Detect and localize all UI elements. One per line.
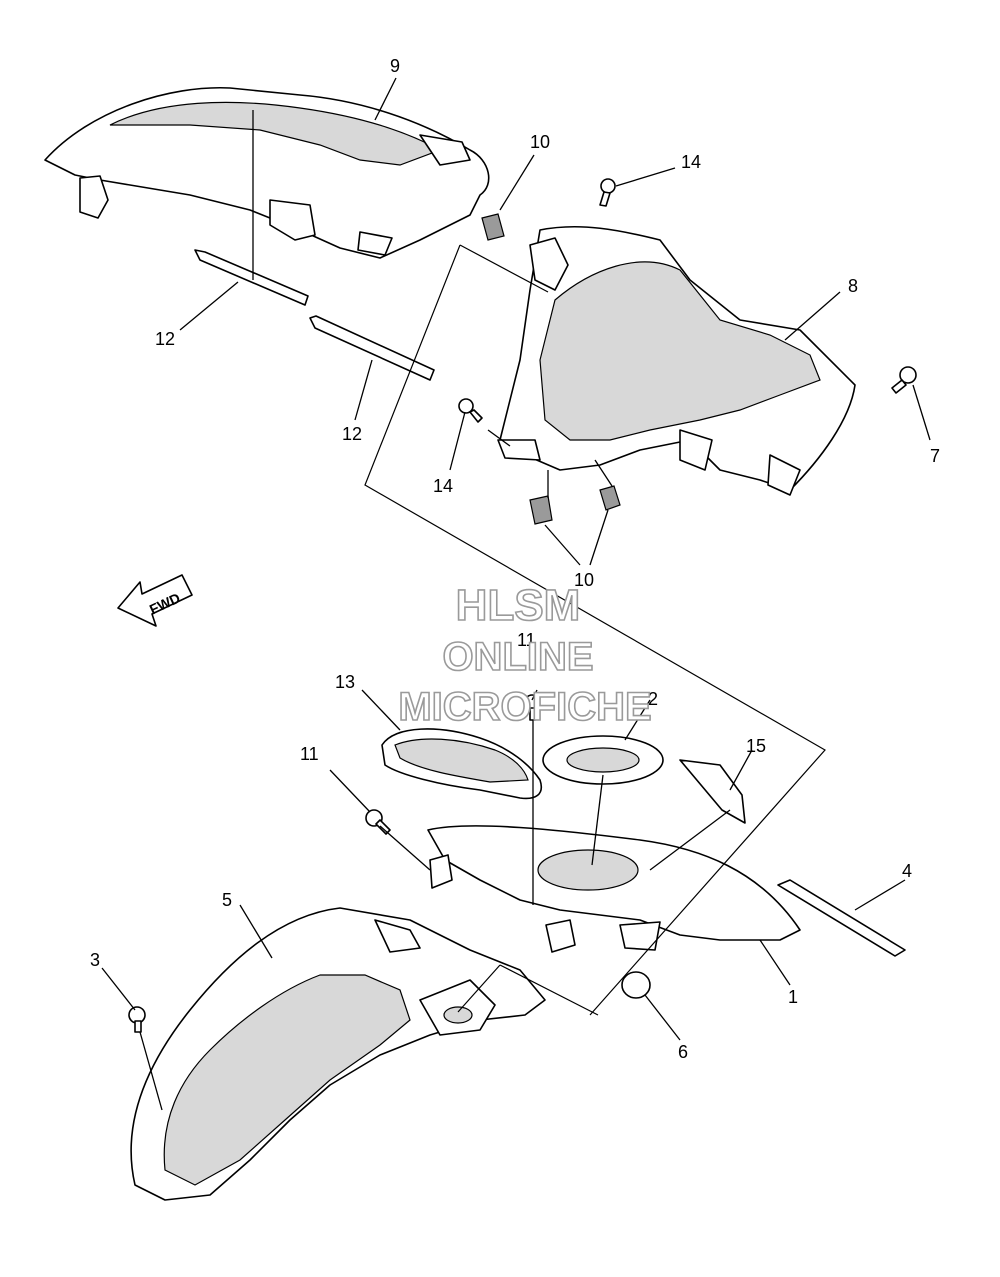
- callout-6: 6: [678, 1042, 688, 1062]
- part-4-strip: [777, 879, 906, 957]
- part-14-screw-left: [458, 398, 483, 423]
- callout-2: 2: [648, 689, 658, 709]
- callout-14-left: 14: [433, 476, 453, 496]
- part-11-screw-top: [524, 694, 540, 721]
- callout-15: 15: [746, 736, 766, 756]
- callout-10-bottom: 10: [574, 570, 594, 590]
- callout-11-top: 11: [517, 630, 536, 650]
- callout-9: 9: [390, 56, 400, 76]
- part-12-strip-lower: [309, 315, 435, 381]
- part-13-grille: [381, 728, 542, 800]
- part-10-clip-lower-b: [599, 485, 621, 511]
- watermark-line-3: MICROFICHE: [398, 685, 651, 729]
- callout-3: 3: [90, 950, 100, 970]
- fwd-direction-arrow: FWD: [117, 574, 193, 627]
- part-11-screw-left: [365, 809, 391, 835]
- callout-14-top: 14: [681, 152, 701, 172]
- watermark-line-2: ONLINE: [442, 635, 593, 679]
- part-1-tray: [427, 825, 801, 953]
- callout-12-center: 12: [342, 424, 362, 444]
- callout-10-top: 10: [530, 132, 550, 152]
- assembly-frame-lines: [364, 244, 826, 1016]
- watermark: HLSM ONLINE MICROFICHE: [398, 580, 653, 730]
- part-6-cap: [621, 971, 651, 999]
- callout-12-left: 12: [155, 329, 175, 349]
- callout-labels: 9 12 12 10 14 8 7 14 10 13 11 2 15 11 4 …: [90, 56, 940, 1062]
- part-10-clip-lower-a: [529, 495, 553, 525]
- callout-7: 7: [930, 446, 940, 466]
- part-5-front-cover: [130, 907, 546, 1201]
- callout-11-left: 11: [300, 744, 319, 764]
- part-8-inner-panel: [497, 225, 856, 496]
- leader-lines: [101, 77, 931, 1111]
- watermark-line-1: HLSM: [456, 581, 581, 630]
- callout-5: 5: [222, 890, 232, 910]
- part-15-label: [679, 759, 746, 824]
- part-2-ring: [542, 735, 664, 785]
- callout-13: 13: [335, 672, 355, 692]
- part-10-clip-top: [481, 213, 505, 241]
- callout-4: 4: [902, 861, 912, 881]
- part-3-screw: [128, 1006, 146, 1033]
- part-12-strip-upper: [194, 249, 309, 306]
- part-9-upper-cover: [44, 86, 490, 259]
- part-14-screw-top: [599, 178, 616, 207]
- callout-1: 1: [788, 987, 798, 1007]
- callout-8: 8: [848, 276, 858, 296]
- part-7-screw: [891, 366, 917, 394]
